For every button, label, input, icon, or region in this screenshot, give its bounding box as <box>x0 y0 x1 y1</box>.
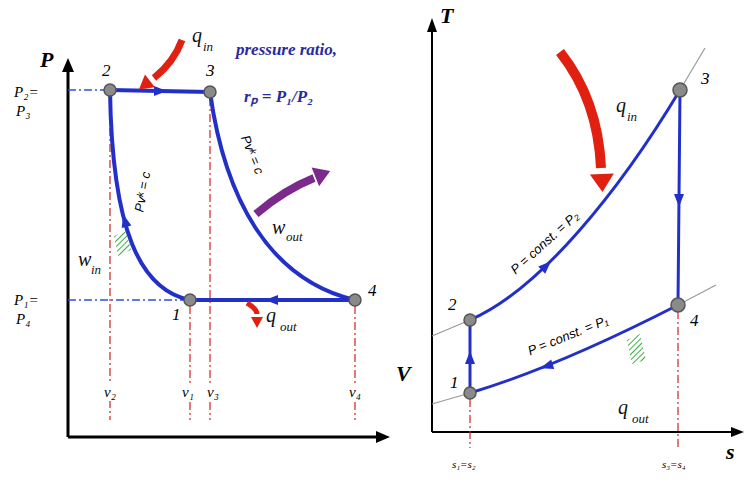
heat-symbol: q <box>616 94 626 116</box>
state-number: 1 <box>450 374 459 393</box>
work-symbol: w <box>272 216 285 238</box>
ratio-formula: rₚ = P₁/P₂ <box>244 88 313 107</box>
volume-label: v₃ <box>205 384 221 401</box>
heat-symbol: q <box>266 304 276 326</box>
state-number: 2 <box>102 62 111 81</box>
process-equation: Pvᵏ = c <box>238 134 266 177</box>
subscript: out <box>286 230 303 244</box>
axis-label: s <box>726 440 735 464</box>
pressure-label: P₃ <box>16 103 30 120</box>
isobar-label: P = const. = P₁ <box>526 313 610 358</box>
state-number: 3 <box>206 62 215 81</box>
state-number: 2 <box>448 296 457 315</box>
axis-label: V <box>396 362 411 386</box>
subscript: out <box>632 412 649 426</box>
pressure-label: P₄ <box>16 311 30 328</box>
pressure-label: P₂= <box>14 84 39 101</box>
subscript: in <box>203 40 213 54</box>
process-equation: Pvᵏ = c <box>132 171 153 213</box>
state-number: 4 <box>368 282 377 301</box>
volume-label: v₁ <box>180 384 196 401</box>
entropy-label: s₁=s₂ <box>452 458 476 470</box>
volume-label: v₂ <box>102 384 118 401</box>
subscript: in <box>627 110 637 124</box>
axis-label: T <box>440 4 453 28</box>
isobar-label: P = const. = P₂ <box>508 209 582 277</box>
pressure-label: P₁= <box>14 292 39 309</box>
ratio-text: pressure ratio, <box>236 40 341 60</box>
state-number: 3 <box>701 70 710 89</box>
heat-symbol: q <box>618 396 628 418</box>
state-number: 4 <box>690 312 699 331</box>
entropy-label: s₃=s₄ <box>662 458 686 470</box>
state-number: 1 <box>172 306 181 325</box>
subscript: in <box>91 263 101 277</box>
volume-label: v₄ <box>347 384 363 401</box>
subscript: out <box>280 320 297 334</box>
heat-symbol: q <box>192 24 202 46</box>
work-symbol: w <box>78 248 91 270</box>
axis-label: P <box>40 48 53 72</box>
